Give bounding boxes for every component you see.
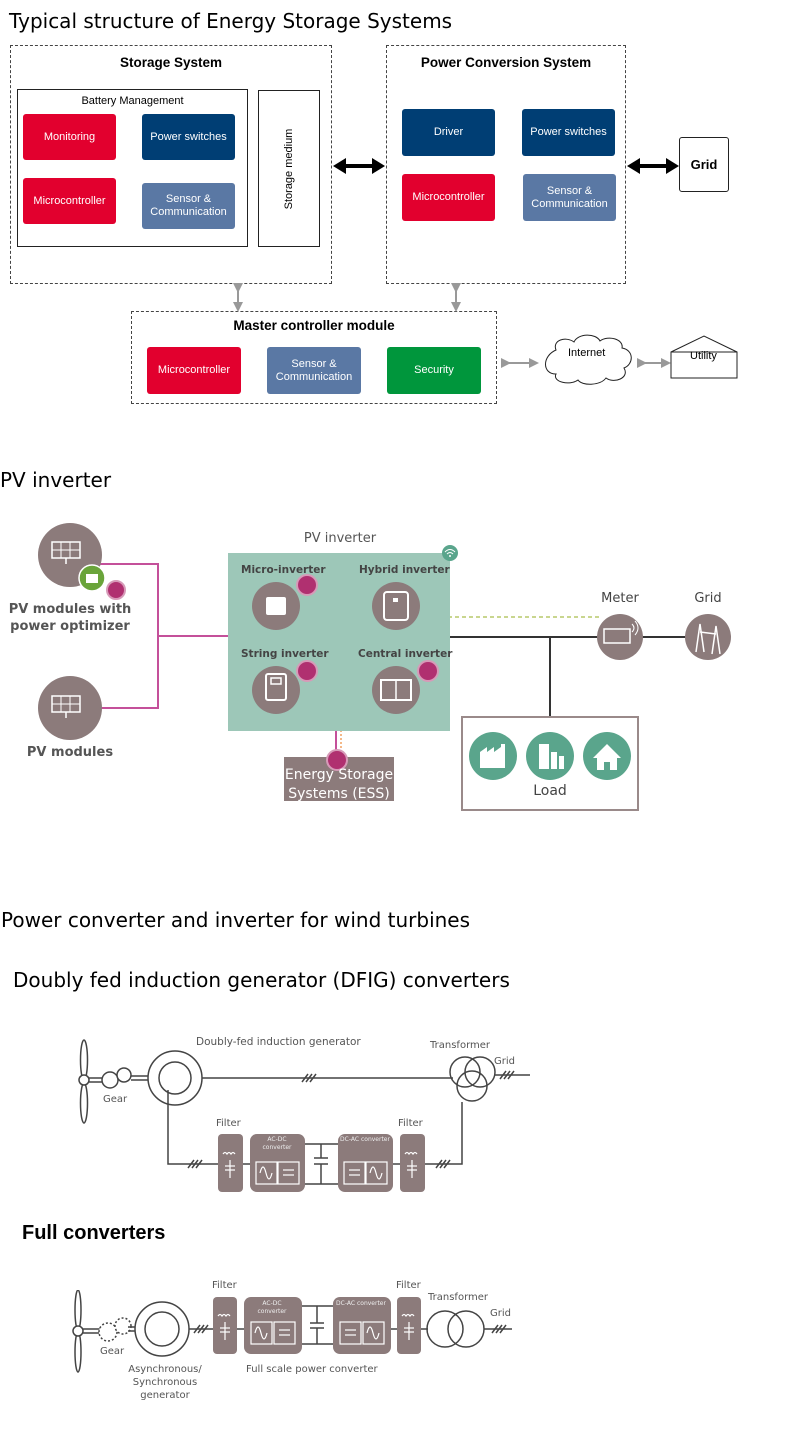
full-acdc-label: AC-DC converter: [257, 1300, 287, 1315]
full-dcac-converter: [333, 1297, 391, 1354]
grid-tower-icon: [685, 614, 731, 660]
grid-label: Grid: [690, 157, 718, 172]
central-inverter-icon: [372, 660, 439, 714]
house-icon: [583, 732, 631, 780]
full-generator-label: Asynchronous/ Synchronous generator: [128, 1364, 202, 1401]
full-acdc-converter: [244, 1297, 302, 1354]
ess-dot: [326, 749, 348, 771]
dfig-filter-right-label: Filter: [398, 1118, 423, 1129]
micro-inverter-label: Micro-inverter: [241, 564, 326, 576]
dfig-grid-label: Grid: [494, 1056, 515, 1067]
internet-label: Internet: [568, 347, 606, 359]
meter-icon: [597, 614, 643, 660]
power-conversion-title: Power Conversion System: [420, 55, 592, 70]
factory-icon: [469, 732, 517, 780]
dfig-gear-label: Gear: [103, 1094, 128, 1105]
pv-ac-wiring: [340, 616, 688, 760]
micro-inverter-icon: [252, 574, 318, 630]
full-converter-caption: Full scale power converter: [246, 1364, 378, 1375]
power-switches-block: Power switches: [142, 114, 235, 160]
pv-modules-label: PV modules: [26, 745, 114, 760]
pcs-grid-arrow: [627, 158, 679, 174]
full-generator-icon: [134, 1301, 190, 1357]
central-inverter-label: Central inverter: [358, 648, 453, 660]
dfig-generator-label: Doubly-fed induction generator: [196, 1036, 361, 1048]
pv-modules-optimizer-label: PV modules with power optimizer: [8, 602, 132, 634]
dfig-transformer-label: Transformer: [430, 1040, 491, 1051]
master-controller-box: Master controller module Microcontroller…: [131, 311, 497, 404]
dfig-generator-icon: [147, 1050, 203, 1106]
hybrid-inverter-label: Hybrid inverter: [359, 564, 450, 576]
full-dcac-label: DC-AC converter: [336, 1300, 386, 1307]
turbine-blades-icon: [78, 1039, 90, 1124]
battery-management-title: Battery Management: [81, 95, 184, 107]
full-grid-label: Grid: [490, 1308, 511, 1319]
full-transformer-label: Transformer: [428, 1292, 489, 1303]
pcs-power-switches-block: Power switches: [522, 109, 615, 156]
internet-cloud-icon: [545, 334, 632, 385]
load-label: Load: [533, 783, 567, 799]
storage-system-box: Storage System Battery Management Monito…: [10, 45, 332, 284]
heading-wind: Power converter and inverter for wind tu…: [1, 908, 471, 932]
master-sensor-communication-block: Sensor & Communication: [267, 347, 361, 394]
dfig-acdc-label: AC-DC converter: [262, 1136, 292, 1151]
string-inverter-label: String inverter: [241, 648, 329, 660]
string-inverter-icon: [252, 660, 318, 714]
pv-modules-optimizer-icon: [38, 523, 126, 600]
pv-grid-label: Grid: [694, 591, 722, 606]
pv-modules-icon: [38, 676, 102, 740]
utility-label: Utility: [690, 350, 717, 362]
hybrid-inverter-icon: [372, 582, 420, 630]
microcontroller-block: Microcontroller: [23, 178, 116, 224]
storage-system-title: Storage System: [119, 55, 223, 70]
utility-house-icon: [670, 335, 738, 379]
ess-label: Energy Storage Systems (ESS): [284, 767, 394, 802]
pv-diagram: [38, 523, 731, 811]
gear-icon: [101, 1071, 119, 1089]
pcs-microcontroller-block: Microcontroller: [402, 174, 495, 221]
full-gear-label: Gear: [100, 1346, 125, 1357]
dfig-filter-left-label: Filter: [216, 1118, 241, 1129]
master-controller-title: Master controller module: [233, 318, 395, 333]
storage-medium-box: Storage medium: [258, 90, 320, 247]
ess-connectors: [233, 158, 738, 385]
meter-label: Meter: [601, 591, 639, 606]
full-transformer-icon: [426, 1310, 485, 1348]
dfig-dcac-label: DC-AC converter: [340, 1136, 390, 1143]
full-gear-icon: [98, 1322, 118, 1342]
grid-box: Grid: [679, 137, 729, 192]
hash-marks: [301, 1073, 317, 1083]
power-conversion-box: Power Conversion System Driver Power swi…: [386, 45, 626, 284]
battery-management-box: Battery Management Monitoring Power swit…: [17, 89, 248, 247]
heading-ess: Typical structure of Energy Storage Syst…: [9, 9, 453, 33]
monitoring-block: Monitoring: [23, 114, 116, 160]
master-microcontroller-block: Microcontroller: [147, 347, 241, 394]
heading-dfig: Doubly fed induction generator (DFIG) co…: [13, 968, 510, 992]
driver-block: Driver: [402, 109, 495, 156]
heading-pv: PV inverter: [0, 468, 112, 492]
dfig-diagram: [78, 1039, 530, 1192]
heading-full: Full converters: [22, 1222, 166, 1244]
full-filter-right-label: Filter: [396, 1280, 421, 1291]
pv-inverter-title: PV inverter: [303, 531, 377, 546]
office-buildings-icon: [526, 732, 574, 780]
full-turbine-blades-icon: [72, 1290, 84, 1373]
dfig-transformer-icon: [449, 1056, 496, 1102]
pcs-sensor-communication-block: Sensor & Communication: [523, 174, 616, 221]
sensor-communication-block: Sensor & Communication: [142, 183, 235, 229]
full-converter-diagram: [72, 1290, 512, 1373]
storage-pcs-arrow: [333, 158, 385, 174]
full-filter-left-label: Filter: [212, 1280, 237, 1291]
security-block: Security: [387, 347, 481, 394]
